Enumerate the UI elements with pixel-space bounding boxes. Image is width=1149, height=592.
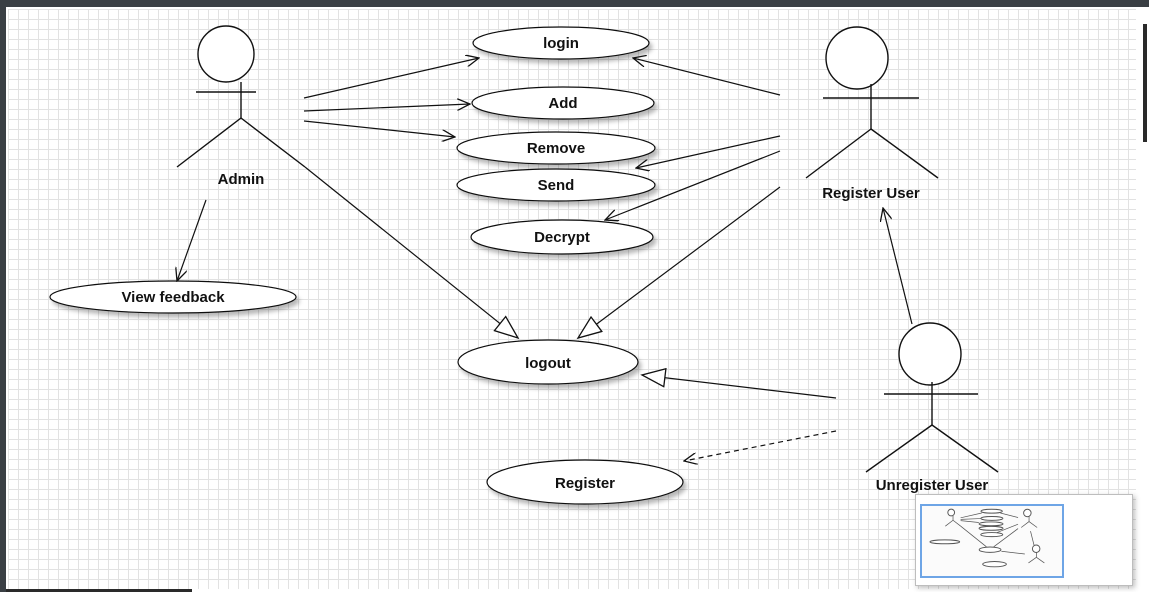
use-case-register[interactable]: Register [486,459,684,505]
use-case-login-label: login [543,35,579,52]
vertical-scrollbar[interactable] [1143,24,1147,142]
use-case-remove[interactable]: Remove [456,131,656,165]
admin-to-login-arrow[interactable] [303,58,479,99]
use-case-remove-label: Remove [527,140,585,157]
diagram-overview-panel[interactable] [915,494,1133,586]
admin-to-view-feedback-arrow[interactable] [177,199,207,281]
use-case-login[interactable]: login [472,26,650,60]
use-case-send[interactable]: Send [456,168,656,202]
unregister-to-register-dashed-arrow[interactable] [684,430,837,461]
use-case-send-label: Send [538,177,575,194]
bottom-edge-bar [6,589,192,592]
register-user-actor-label: Register User [822,185,920,202]
register-user-actor[interactable] [805,26,939,179]
use-case-view-feedback[interactable]: View feedback [49,280,297,314]
use-case-register-label: Register [555,475,615,492]
register-user-to-remove-arrow[interactable] [636,135,781,168]
use-case-decrypt-label: Decrypt [534,229,590,246]
admin-to-logout-generalization[interactable] [304,166,520,340]
unregister-user-actor-label: Unregister User [876,477,989,494]
admin-actor-label: Admin [218,171,265,188]
admin-to-remove-arrow[interactable] [303,120,455,137]
use-case-decrypt[interactable]: Decrypt [470,219,654,255]
overview-thumbnail [929,508,1045,568]
unregister-to-logout-generalization[interactable] [640,367,837,399]
admin-actor[interactable] [176,25,306,168]
use-case-add[interactable]: Add [471,86,655,120]
use-case-logout-label: logout [525,355,571,372]
use-case-diagram: Admin Register User Unregister User logi… [49,25,999,505]
use-case-view-feedback-label: View feedback [121,289,225,306]
register-user-to-logout-generalization[interactable] [576,186,781,340]
unregister-user-actor[interactable] [865,322,999,473]
diagram-canvas[interactable]: Admin Register User Unregister User logi… [8,9,1136,589]
register-user-to-login-arrow[interactable] [633,58,781,96]
overview-viewport-rect[interactable] [920,504,1064,578]
use-case-logout[interactable]: logout [457,339,639,385]
use-case-add-label: Add [548,95,577,112]
unregister-to-register-user-arrow[interactable] [883,208,913,325]
register-user-to-decrypt-arrow[interactable] [605,150,781,220]
admin-to-add-arrow[interactable] [303,104,470,112]
